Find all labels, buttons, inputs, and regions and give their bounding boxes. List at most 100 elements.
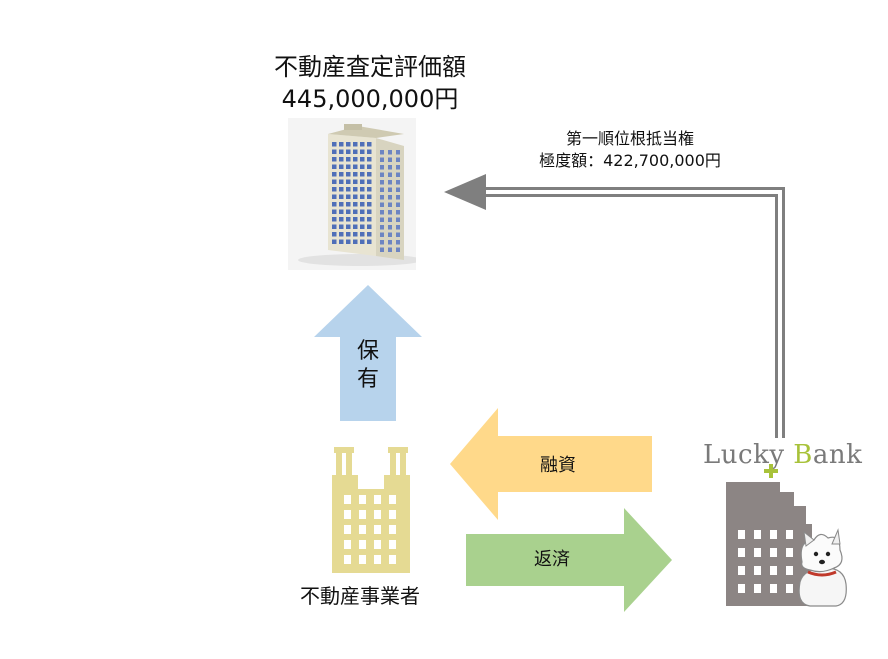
window <box>738 566 745 575</box>
window <box>339 187 344 192</box>
dog-mascot-icon <box>798 528 847 607</box>
window <box>367 232 372 237</box>
window <box>346 209 351 214</box>
window <box>332 164 337 169</box>
window <box>396 225 400 230</box>
window <box>380 210 384 215</box>
window <box>388 187 392 192</box>
window <box>388 150 392 155</box>
window <box>380 232 384 237</box>
window <box>346 149 351 154</box>
window <box>353 224 358 229</box>
window <box>332 202 337 207</box>
window <box>367 217 372 222</box>
window <box>332 239 337 244</box>
window <box>388 217 392 222</box>
window <box>389 540 396 549</box>
repayment-label: 返済 <box>534 549 570 570</box>
window <box>360 149 365 154</box>
window <box>374 525 381 534</box>
window <box>388 172 392 177</box>
lien-type-label: 第一順位根抵当権 <box>565 129 694 148</box>
window <box>332 172 337 177</box>
window <box>396 195 400 200</box>
window <box>367 239 372 244</box>
window <box>360 232 365 237</box>
window <box>339 157 344 162</box>
window <box>346 202 351 207</box>
window <box>359 555 366 564</box>
window <box>396 210 400 215</box>
window <box>389 510 396 519</box>
window <box>389 555 396 564</box>
window <box>380 225 384 230</box>
window <box>332 187 337 192</box>
window <box>396 172 400 177</box>
window <box>346 142 351 147</box>
window <box>380 165 384 170</box>
window <box>339 149 344 154</box>
window <box>367 202 372 207</box>
window <box>367 149 372 154</box>
window <box>344 510 351 519</box>
window <box>332 209 337 214</box>
window <box>754 530 761 539</box>
window <box>738 530 745 539</box>
window <box>380 172 384 177</box>
window <box>332 224 337 229</box>
window <box>353 217 358 222</box>
window <box>359 495 366 504</box>
window <box>388 210 392 215</box>
window <box>359 540 366 549</box>
window <box>396 202 400 207</box>
window <box>389 495 396 504</box>
window <box>332 194 337 199</box>
bank-logo: Lucky Bank <box>703 440 863 470</box>
window <box>374 510 381 519</box>
window <box>332 232 337 237</box>
window <box>367 172 372 177</box>
window <box>339 232 344 237</box>
window <box>380 180 384 185</box>
window <box>346 172 351 177</box>
window <box>353 194 358 199</box>
window <box>770 548 777 557</box>
window <box>396 165 400 170</box>
window <box>360 202 365 207</box>
window <box>786 548 793 557</box>
window <box>388 157 392 162</box>
window <box>360 142 365 147</box>
window <box>396 150 400 155</box>
window <box>367 187 372 192</box>
window <box>367 142 372 147</box>
window <box>332 157 337 162</box>
window <box>360 224 365 229</box>
window <box>388 180 392 185</box>
window <box>353 239 358 244</box>
window <box>380 217 384 222</box>
window <box>360 194 365 199</box>
window <box>786 584 793 593</box>
window <box>332 179 337 184</box>
ownership-arrow <box>314 285 422 421</box>
window <box>353 179 358 184</box>
window <box>770 530 777 539</box>
window <box>346 194 351 199</box>
window <box>339 179 344 184</box>
window <box>353 149 358 154</box>
window <box>344 555 351 564</box>
window <box>380 187 384 192</box>
window <box>360 164 365 169</box>
window <box>396 180 400 185</box>
window <box>388 240 392 245</box>
window <box>388 232 392 237</box>
window <box>332 149 337 154</box>
window <box>367 224 372 229</box>
window <box>360 179 365 184</box>
window <box>770 566 777 575</box>
window <box>770 584 777 593</box>
window <box>360 187 365 192</box>
window <box>367 179 372 184</box>
window <box>353 232 358 237</box>
window <box>339 194 344 199</box>
